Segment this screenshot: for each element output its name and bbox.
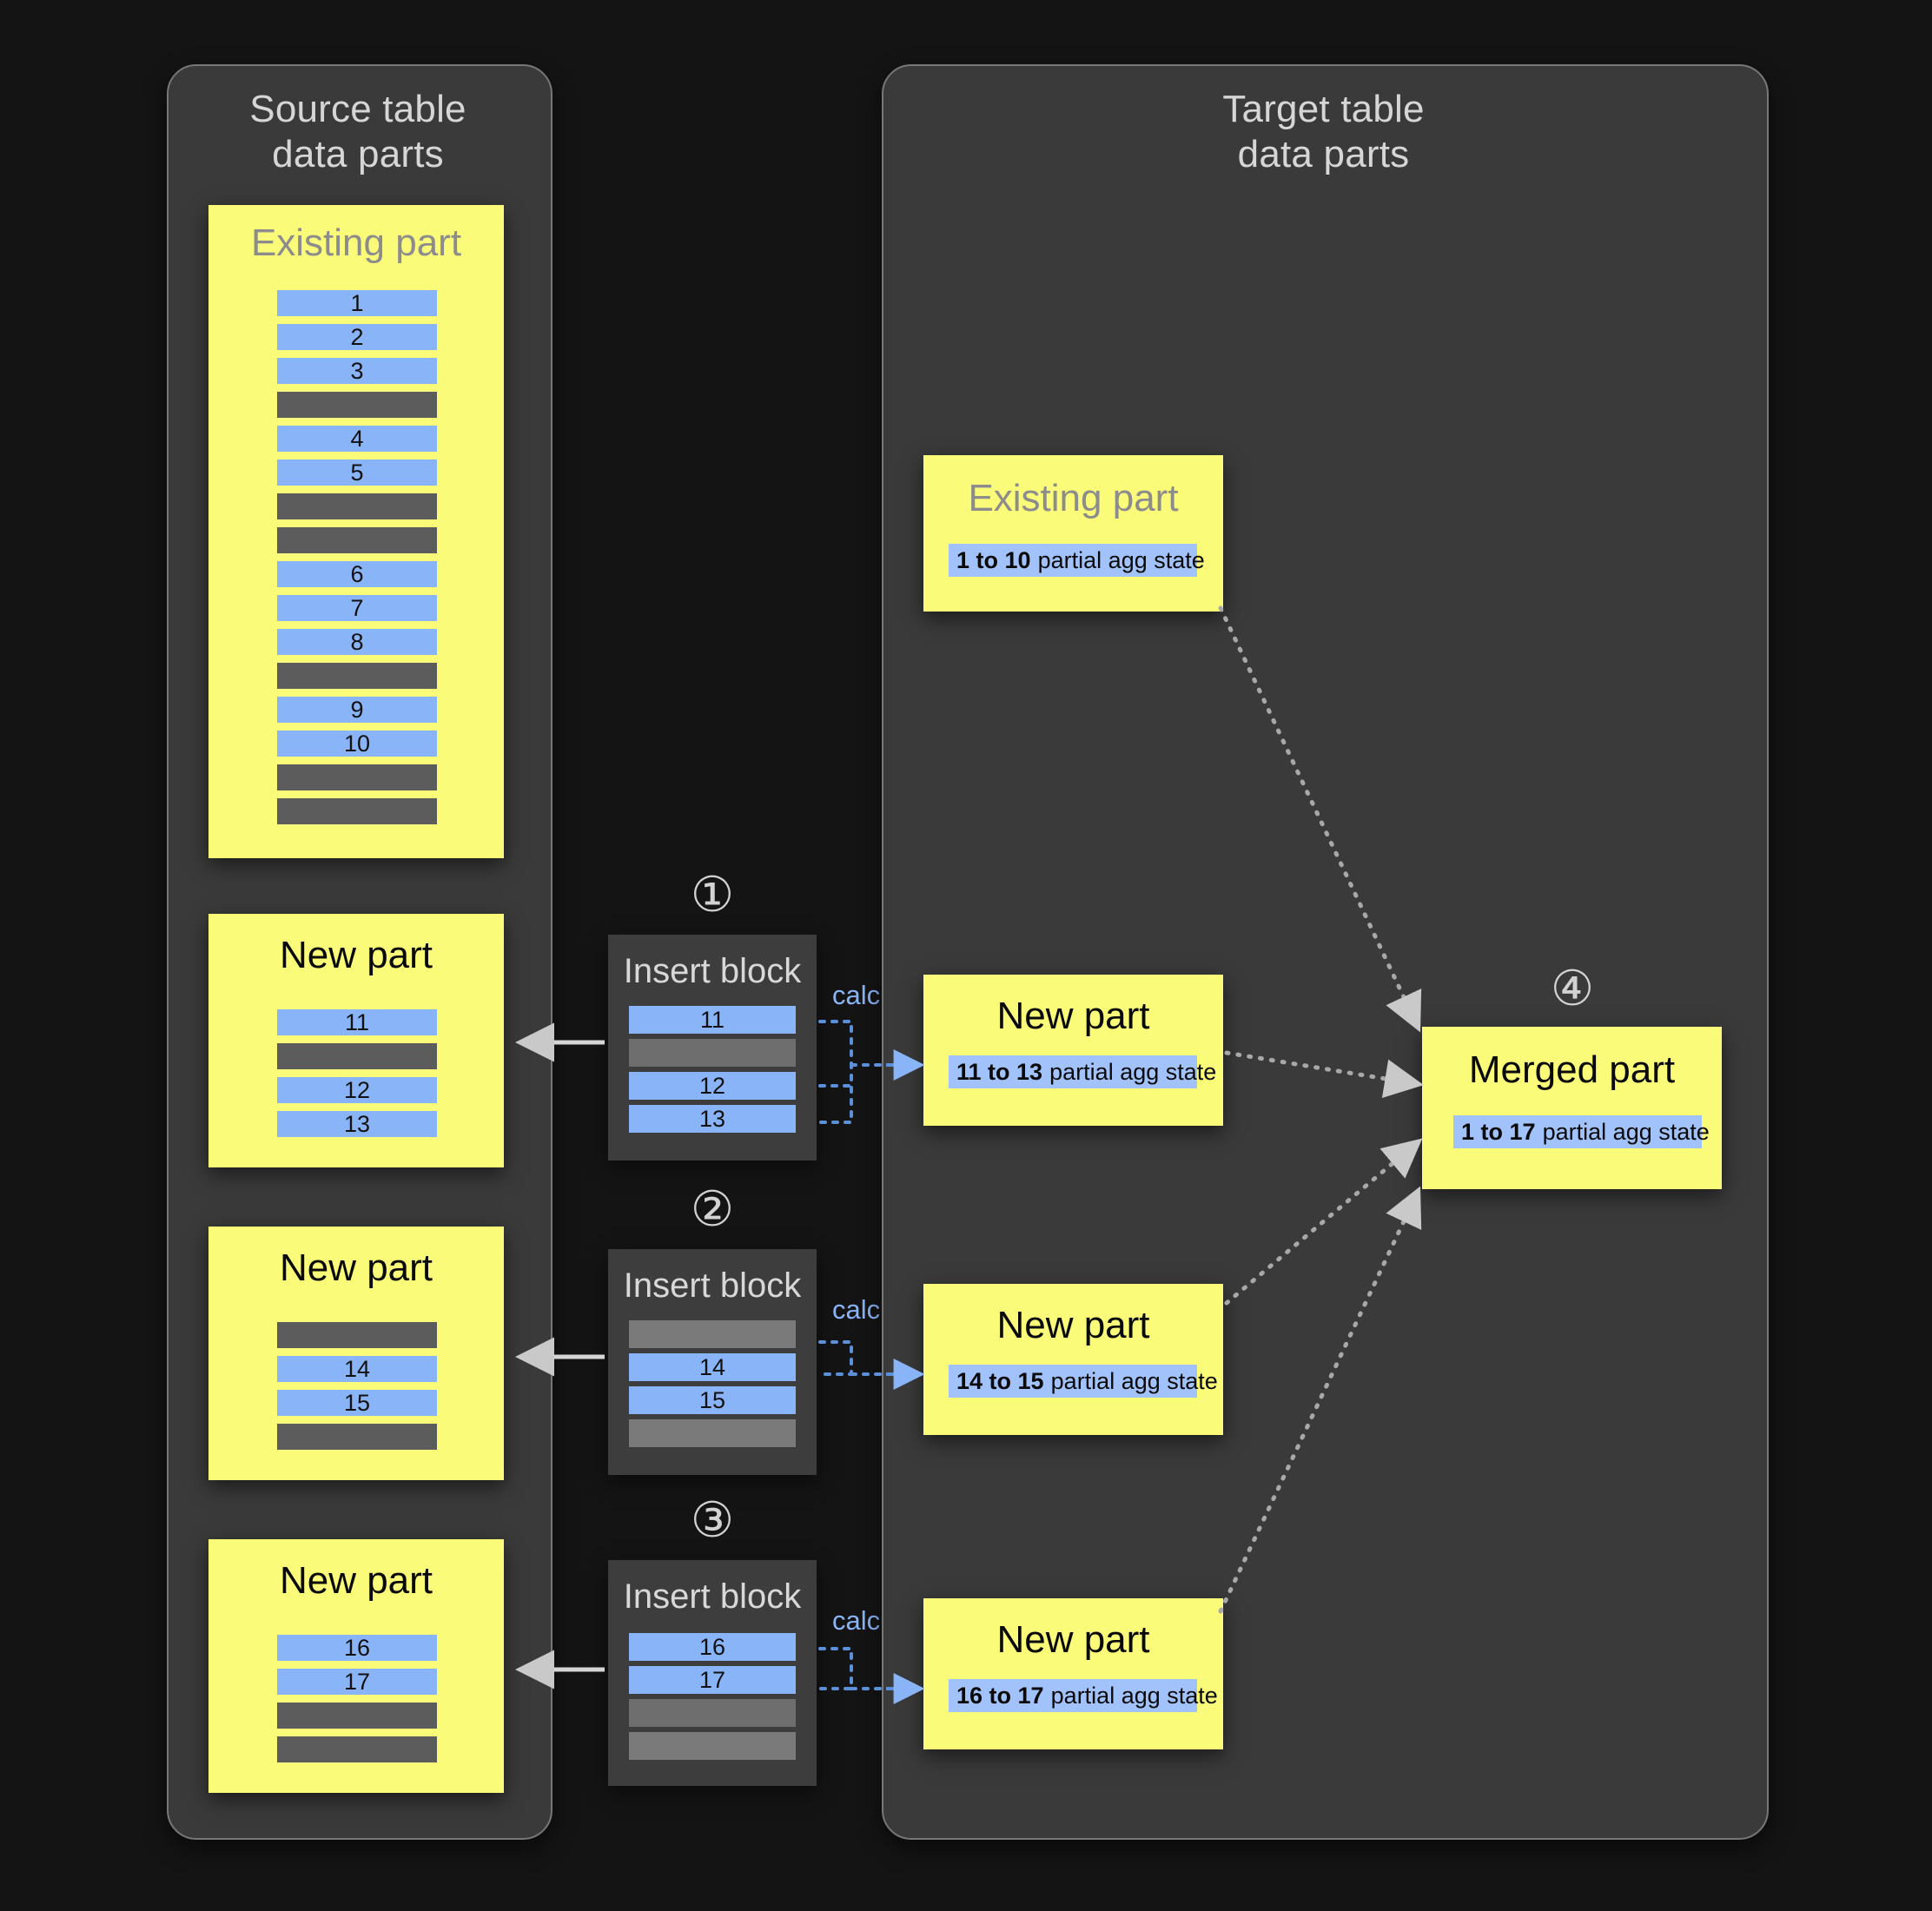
source-existing-part-row: 5 (277, 460, 437, 486)
target-new-part-2 (923, 1284, 1223, 1435)
insert-block-3-row (629, 1732, 796, 1760)
calc-label-2: calc (832, 1294, 881, 1325)
source-existing-part-title: Existing part (250, 222, 462, 264)
calc-label-1: calc (832, 980, 881, 1010)
target-new-part-1-title: New part (996, 995, 1150, 1037)
source-new-part-2-row: 14 (277, 1356, 437, 1382)
source-existing-part-row: 8 (277, 629, 437, 655)
insert-block-2-row (629, 1419, 796, 1447)
merged-part-title: Merged part (1468, 1048, 1676, 1091)
source-new-part-2-row: 15 (277, 1390, 437, 1416)
agg-text: partial agg state (1050, 1367, 1218, 1394)
insert-block-1-row: 12 (629, 1072, 796, 1100)
source-existing-part-row: 4 (277, 426, 437, 452)
insert-block-3-row (629, 1699, 796, 1727)
source-new-part-2-row (277, 1322, 437, 1348)
target-new-part-2-title: New part (996, 1304, 1150, 1346)
source-new-part-3-row (277, 1736, 437, 1762)
agg-range: 14 to 15 (956, 1367, 1044, 1394)
source-existing-part-row: 3 (277, 358, 437, 384)
insert-block-3-row: 17 (629, 1666, 796, 1694)
insert-block-1-row: 11 (629, 1006, 796, 1034)
calc-label-3: calc (832, 1605, 881, 1636)
source-existing-part-row (277, 392, 437, 418)
agg-range: 1 to 10 (956, 546, 1031, 573)
target-existing-part (923, 455, 1223, 612)
source-new-part-3-row: 16 (277, 1635, 437, 1661)
source-new-part-1-title: New part (279, 934, 433, 976)
source-existing-part-row: 2 (277, 324, 437, 350)
source-new-part-3-row: 17 (277, 1669, 437, 1695)
source-new-part-2-row (277, 1424, 437, 1450)
merged-part (1422, 1027, 1722, 1189)
source-existing-part-row (277, 527, 437, 553)
source-existing-part-row: 1 (277, 290, 437, 316)
agg-range: 11 to 13 (956, 1058, 1043, 1085)
insert-block-3-row: 16 (629, 1633, 796, 1661)
target-table-panel (882, 64, 1769, 1840)
agg-text: partial agg state (1542, 1118, 1710, 1145)
insert-block-3-title: Insert block (623, 1577, 802, 1616)
source-existing-part-row (277, 798, 437, 824)
insert-block-2-title: Insert block (623, 1266, 802, 1305)
target-new-part-3 (923, 1598, 1223, 1749)
agg-range: 1 to 17 (1461, 1118, 1536, 1145)
source-existing-part-row (277, 663, 437, 689)
target-table-panel-title: Target table data parts (1222, 88, 1425, 175)
source-new-part-3-row (277, 1703, 437, 1729)
source-existing-part-row: 9 (277, 697, 437, 723)
target-new-part-1 (923, 975, 1223, 1126)
insert-block-2-row: 15 (629, 1386, 796, 1414)
source-table-panel-title: Source table data parts (249, 88, 466, 175)
insert-block-1-row (629, 1039, 796, 1067)
insert-block-2-row (629, 1320, 796, 1348)
source-existing-part-row (277, 493, 437, 519)
source-existing-part-row: 6 (277, 561, 437, 587)
source-new-part-1-row: 13 (277, 1111, 437, 1137)
step-marker-1: ① (690, 867, 735, 922)
insert-block-2-row: 14 (629, 1353, 796, 1381)
source-new-part-1-row: 12 (277, 1077, 437, 1103)
target-existing-part-title: Existing part (968, 477, 1179, 519)
source-existing-part-row: 10 (277, 731, 437, 757)
agg-range: 16 to 17 (956, 1682, 1044, 1709)
insert-block-1-title: Insert block (623, 952, 802, 990)
source-new-part-3-title: New part (279, 1559, 433, 1602)
insert-block-1-row: 13 (629, 1105, 796, 1133)
step-marker-4: ④ (1550, 961, 1595, 1015)
agg-text: partial agg state (1049, 1058, 1217, 1085)
source-new-part-1-row (277, 1043, 437, 1069)
step-marker-2: ② (690, 1181, 735, 1236)
source-existing-part-row (277, 764, 437, 790)
agg-text: partial agg state (1050, 1682, 1218, 1709)
target-new-part-3-title: New part (996, 1618, 1150, 1661)
source-new-part-2-title: New part (279, 1246, 433, 1289)
step-marker-3: ③ (690, 1492, 735, 1547)
source-new-part-1-row: 11 (277, 1009, 437, 1035)
source-existing-part-row: 7 (277, 595, 437, 621)
agg-text: partial agg state (1037, 546, 1205, 573)
